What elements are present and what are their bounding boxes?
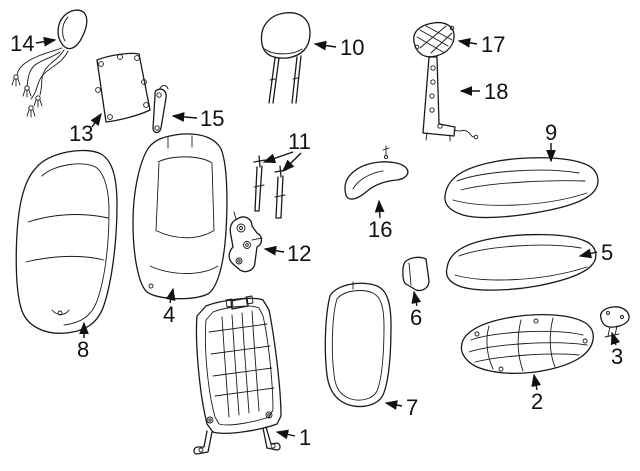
callout-10-arrow [313, 40, 337, 51]
callout-13-arrow [90, 112, 102, 128]
callout-13: 13 [69, 121, 93, 146]
callout-2-arrow [531, 373, 542, 391]
part-seat-back-panel [324, 281, 392, 408]
connector-bolt [22, 85, 32, 98]
callout-10: 10 [340, 35, 364, 60]
callout-1-arrow [275, 429, 296, 440]
callout-9: 9 [545, 120, 557, 145]
part-seat-back-board [95, 52, 151, 123]
callout-2: 2 [531, 389, 543, 414]
part-headrest-bracket [422, 56, 479, 142]
part-guide-pins [253, 155, 287, 219]
callout-15-arrow [171, 112, 198, 122]
callout-6-arrow [411, 290, 422, 307]
callout-14: 14 [10, 31, 34, 56]
callout-4: 4 [163, 302, 175, 327]
part-small-clip [599, 306, 630, 338]
wiring-harness [11, 47, 69, 118]
callout-1: 1 [299, 425, 311, 450]
callout-11: 11 [288, 129, 311, 154]
callout-18: 18 [484, 79, 508, 104]
part-seat-back-frame [193, 295, 282, 455]
part-recliner-mechanism [228, 211, 263, 273]
callout-7: 7 [406, 395, 418, 420]
callout-17: 17 [481, 32, 505, 57]
callout-11-arrow [262, 151, 294, 163]
part-headrest [260, 12, 311, 104]
callout-17-arrow [457, 38, 478, 48]
part-seat-cushion-cover [445, 233, 597, 291]
callout-16: 16 [368, 217, 392, 242]
callout-5: 5 [601, 240, 613, 265]
callout-3-arrow [610, 331, 621, 346]
callout-5-arrow [578, 248, 598, 259]
callout-4-arrow [165, 287, 176, 304]
connector-bolt [26, 105, 36, 118]
part-side-trim [344, 145, 409, 200]
part-seat-cushion-pan [460, 313, 594, 374]
callout-8: 8 [77, 337, 89, 362]
part-headrest-pad [413, 21, 455, 58]
callout-15: 15 [200, 106, 224, 131]
callout-14-arrow [35, 36, 57, 47]
part-seat-cushion-pad [444, 157, 599, 219]
part-seat-back-cover [132, 133, 228, 300]
part-seat-back-pad [15, 149, 118, 334]
callout-labels: 1 2 3 4 5 6 7 8 9 10 11 12 13 14 15 16 1… [10, 31, 623, 450]
part-strap [152, 85, 169, 134]
callout-6: 6 [410, 305, 422, 330]
callout-16-arrow [374, 199, 385, 219]
connector-bolt [33, 95, 43, 108]
part-trim-cap [57, 9, 88, 50]
callout-12-arrow [263, 245, 285, 256]
connector-bolt [11, 74, 21, 87]
part-side-shield [402, 256, 430, 292]
callout-3: 3 [611, 344, 623, 369]
callout-arrows [35, 36, 621, 440]
callout-12: 12 [287, 241, 311, 266]
callout-11-arrow [282, 152, 302, 172]
callout-7-arrow [384, 400, 403, 410]
